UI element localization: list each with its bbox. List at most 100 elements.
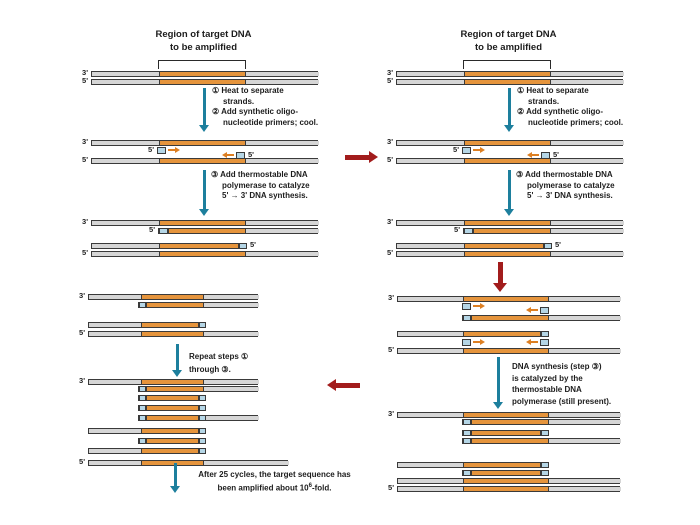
dna-strand — [91, 140, 319, 146]
flanking-dna-segment — [89, 429, 141, 433]
primer-arrow-icon — [526, 307, 531, 313]
target-dna-segment — [146, 396, 199, 400]
strand-end-label: 5' — [387, 248, 393, 257]
dna-strand — [462, 438, 621, 444]
primer-arrow-icon — [175, 147, 180, 153]
target-dna-segment — [463, 413, 549, 417]
flanking-dna-segment — [551, 229, 624, 233]
primer-segment — [541, 331, 549, 337]
step-line: ② Add synthetic oligo- — [517, 107, 603, 116]
primer-segment — [139, 438, 146, 444]
flanking-dna-segment — [92, 159, 159, 163]
target-dna-segment — [464, 221, 551, 225]
flanking-dna-segment — [92, 141, 159, 145]
strand-end-label: 5' — [387, 76, 393, 85]
dna-strand — [462, 419, 621, 425]
dna-strand — [397, 462, 549, 468]
primer-arrow-icon — [480, 147, 485, 153]
flanking-dna-segment — [397, 141, 464, 145]
dna-strand — [462, 315, 621, 321]
dna-strand — [396, 79, 624, 85]
target-dna-segment — [159, 72, 246, 76]
primer-segment — [139, 302, 146, 308]
strand-end-label: 3' — [387, 217, 393, 226]
flow-arrow-icon — [493, 402, 503, 409]
flanking-dna-segment — [92, 80, 159, 84]
primer-segment — [139, 395, 146, 401]
primer — [157, 147, 166, 154]
dna-strand — [91, 79, 319, 85]
primer — [462, 147, 471, 154]
flanking-dna-segment — [204, 295, 259, 299]
target-dna-segment — [159, 159, 246, 163]
dna-strand — [158, 228, 319, 234]
target-dna-segment — [141, 295, 204, 299]
step-3-note-right: ③ Add thermostable DNA polymerase to cat… — [516, 170, 615, 202]
strand-end-label: 5' — [388, 483, 394, 492]
dna-strand — [88, 448, 206, 454]
primer — [541, 152, 550, 159]
title-line: to be amplified — [474, 41, 543, 53]
flanking-dna-segment — [397, 221, 464, 225]
flanking-dna-segment — [551, 80, 624, 84]
target-dna-segment — [464, 159, 551, 163]
primer-arrow-icon — [527, 152, 532, 158]
flanking-dna-segment — [549, 316, 621, 320]
flanking-dna-segment — [549, 439, 621, 443]
primer-arrow-icon — [526, 339, 531, 345]
target-dna-segment — [159, 221, 246, 225]
primer-arrow-icon — [531, 341, 538, 343]
flanking-dna-segment — [92, 221, 159, 225]
flanking-dna-segment — [549, 297, 621, 301]
target-dna-segment — [463, 332, 541, 336]
step-line: ① Heat to separate — [517, 86, 589, 95]
primer-segment — [199, 448, 206, 454]
strand-end-label: 3' — [387, 68, 393, 77]
dna-strand — [396, 158, 624, 164]
flanking-dna-segment — [89, 380, 141, 384]
target-region-bracket — [158, 60, 246, 69]
step-line: nucleotide primers; cool. — [528, 117, 624, 127]
strand-end-label: 5' — [82, 76, 88, 85]
step-line: polymerase (still present). — [512, 396, 612, 406]
target-dna-segment — [464, 72, 551, 76]
dna-strand — [91, 71, 319, 77]
strand-end-label: 5' — [454, 225, 460, 234]
primer-segment — [239, 243, 247, 249]
primer-segment — [544, 243, 552, 249]
primer-segment — [139, 415, 146, 421]
flanking-dna-segment — [92, 244, 159, 248]
flanking-dna-segment — [549, 349, 621, 353]
target-dna-segment — [471, 431, 541, 435]
primer-segment — [199, 405, 206, 411]
exponent: 6 — [308, 482, 312, 489]
dna-strand — [396, 220, 624, 226]
target-dna-segment — [464, 80, 551, 84]
cycle-arrow-icon — [493, 283, 507, 292]
strand-end-label: 5' — [82, 248, 88, 257]
strand-end-label: 3' — [388, 293, 394, 302]
strand-end-label: 5' — [149, 225, 155, 234]
flanking-dna-segment — [204, 380, 259, 384]
dna-strand — [91, 243, 247, 249]
dna-strand — [397, 478, 621, 484]
flanking-dna-segment — [89, 449, 141, 453]
primer — [540, 339, 549, 346]
primer-segment — [463, 438, 471, 444]
flanking-dna-segment — [246, 159, 319, 163]
strand-end-label: 3' — [82, 68, 88, 77]
target-dna-segment — [146, 387, 204, 391]
strand-end-label: 3' — [79, 376, 85, 385]
flanking-dna-segment — [398, 297, 463, 301]
target-dna-segment — [141, 461, 204, 465]
title-line: to be amplified — [169, 41, 238, 53]
dna-strand — [91, 251, 319, 257]
flanking-dna-segment — [246, 72, 319, 76]
target-dna-segment — [159, 244, 239, 248]
flanking-dna-segment — [551, 221, 624, 225]
primer-arrow-icon — [473, 149, 480, 151]
dna-strand — [397, 331, 549, 337]
flow-arrow-icon — [508, 170, 511, 210]
dna-strand — [396, 243, 552, 249]
target-region-bracket — [463, 60, 551, 69]
